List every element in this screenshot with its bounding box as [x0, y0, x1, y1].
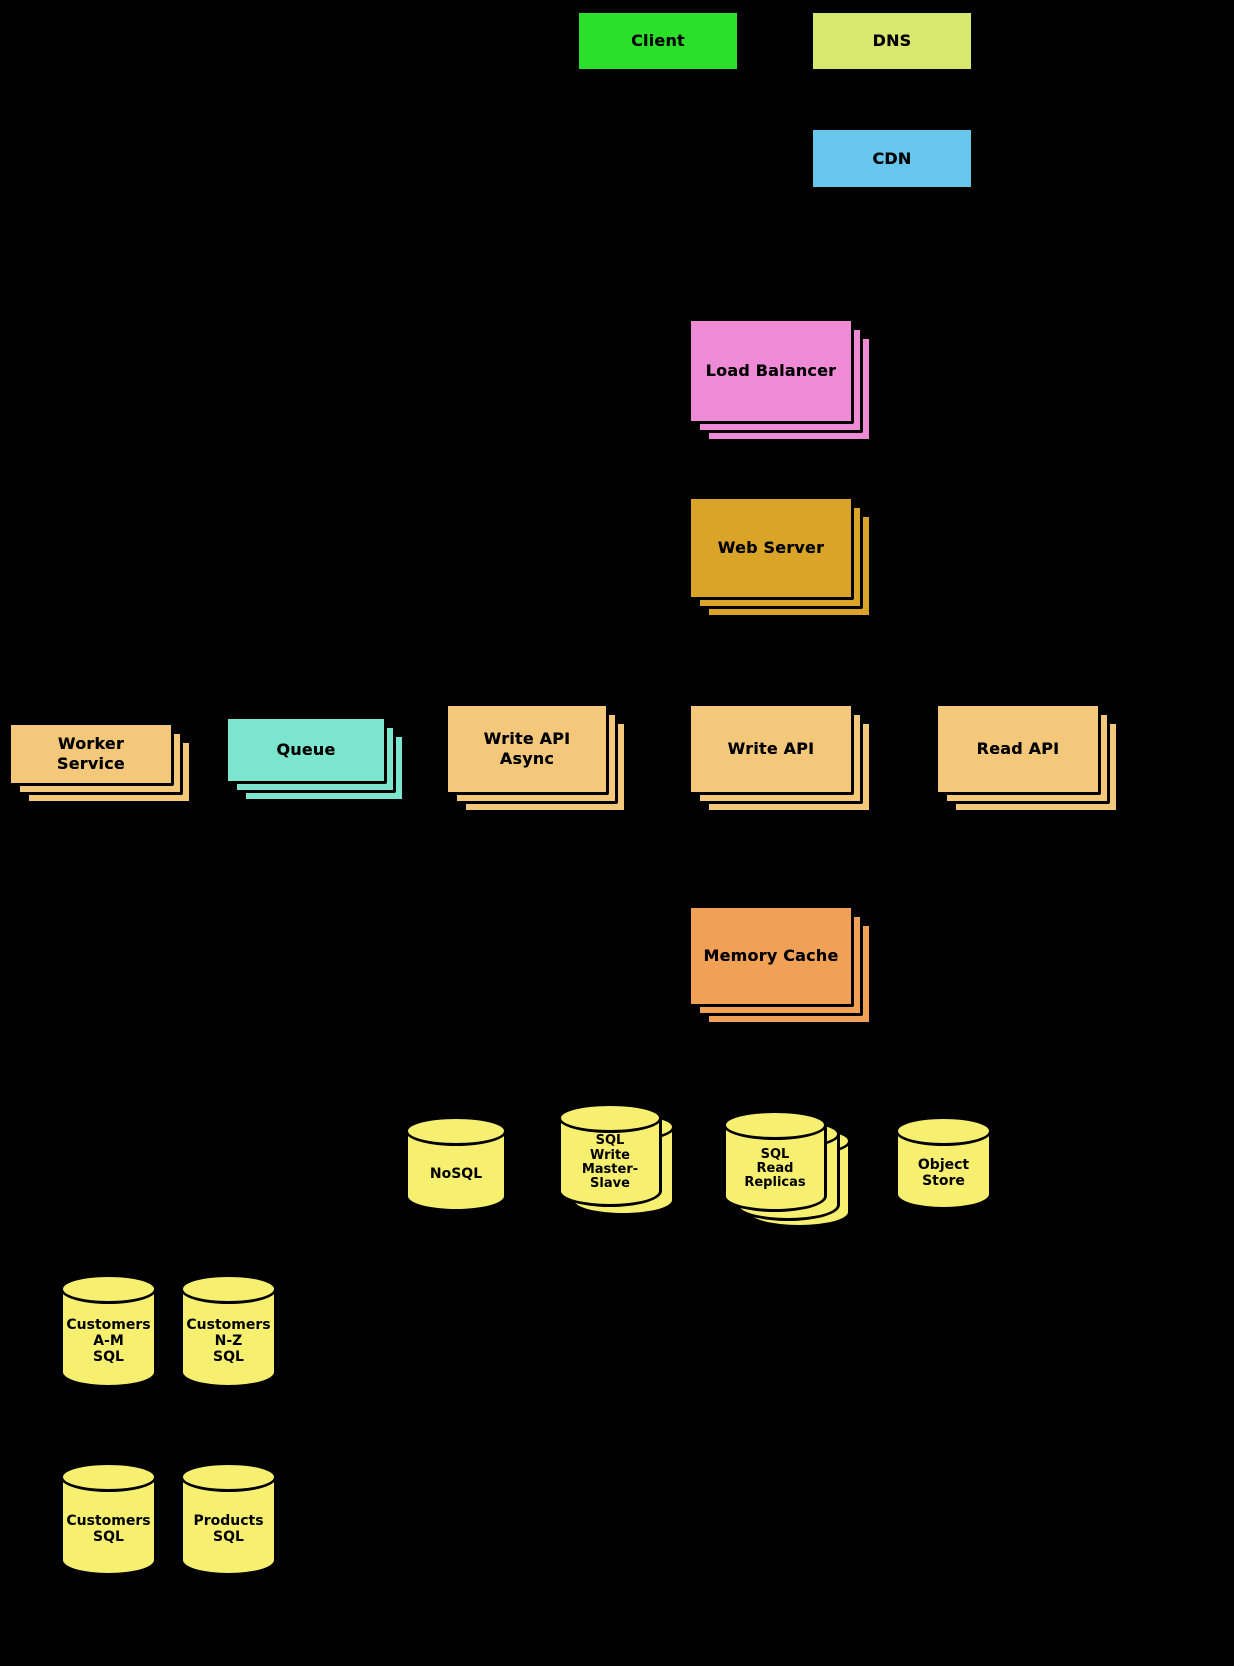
cylinder-shape: [60, 1462, 157, 1576]
node-label: Client: [631, 31, 685, 50]
cylinder-lid: [60, 1274, 157, 1304]
cylinder-shape: [895, 1116, 992, 1210]
node-label: Write API Async: [483, 729, 571, 768]
node-write-api-async: Write API Async: [445, 703, 627, 813]
node-sql-read-replicas: SQL Read Replicas: [723, 1110, 851, 1228]
node-label: Object Store: [917, 1156, 970, 1189]
cylinder-shape: [405, 1116, 507, 1212]
node-label: Products SQL: [193, 1512, 264, 1545]
node-nosql: NoSQL: [405, 1116, 507, 1212]
cylinder-shape: [558, 1103, 662, 1207]
cylinder-lid: [723, 1110, 827, 1140]
node-label: Write API: [727, 739, 815, 758]
node-customers-nz-sql: Customers N-Z SQL: [180, 1274, 277, 1388]
cylinder-lid: [180, 1274, 277, 1304]
node-client: Client: [576, 10, 740, 72]
node-queue: Queue: [225, 716, 405, 802]
node-cdn-box: CDN: [810, 127, 974, 190]
node-memory-cache: Memory Cache: [688, 905, 872, 1025]
node-worker-service: Worker Service: [8, 722, 192, 804]
cylinder-lid: [558, 1103, 662, 1133]
node-load-balancer: Load Balancer: [688, 318, 872, 442]
node-label: CDN: [872, 148, 912, 168]
node-write-api-box: Write API: [688, 703, 854, 795]
node-load-balancer-box: Load Balancer: [688, 318, 854, 424]
node-write-api-async-box: Write API Async: [445, 703, 609, 795]
node-label: NoSQL: [429, 1165, 483, 1182]
node-customers-sql: Customers SQL: [60, 1462, 157, 1576]
node-cdn: CDN: [810, 127, 974, 190]
node-read-api: Read API: [935, 703, 1119, 813]
node-label: Read API: [976, 739, 1060, 758]
node-memory-cache-box: Memory Cache: [688, 905, 854, 1007]
node-write-api: Write API: [688, 703, 872, 813]
node-web-server-box: Web Server: [688, 496, 854, 600]
node-label: Customers N-Z SQL: [186, 1316, 271, 1366]
node-object-store: Object Store: [895, 1116, 992, 1210]
node-sql-write-master-slave: SQL Write Master- Slave: [558, 1103, 675, 1216]
node-dns-box: DNS: [810, 10, 974, 72]
cylinder-shape: [180, 1274, 277, 1388]
node-label: Web Server: [717, 538, 825, 557]
node-label: Load Balancer: [705, 361, 837, 380]
node-label: Worker Service: [57, 734, 125, 773]
node-label: Memory Cache: [703, 946, 839, 965]
node-dns: DNS: [810, 10, 974, 72]
node-queue-box: Queue: [225, 716, 387, 784]
node-label: Queue: [276, 740, 336, 759]
cylinder-lid: [895, 1116, 992, 1146]
cylinder-lid: [180, 1462, 277, 1492]
node-customers-am-sql: Customers A-M SQL: [60, 1274, 157, 1388]
node-label: SQL Write Master- Slave: [581, 1133, 639, 1192]
node-label: Customers SQL: [66, 1512, 151, 1545]
node-worker-service-box: Worker Service: [8, 722, 174, 786]
node-label: DNS: [872, 31, 912, 50]
cylinder-shape: [180, 1462, 277, 1576]
node-read-api-box: Read API: [935, 703, 1101, 795]
cylinder-shape: [60, 1274, 157, 1388]
node-label: Customers A-M SQL: [66, 1316, 151, 1366]
cylinder-lid: [60, 1462, 157, 1492]
node-web-server: Web Server: [688, 496, 872, 618]
node-label: SQL Read Replicas: [744, 1146, 806, 1191]
cylinder-lid: [405, 1116, 507, 1146]
node-client-box: Client: [576, 10, 740, 72]
cylinder-shape: [723, 1110, 827, 1212]
node-products-sql: Products SQL: [180, 1462, 277, 1576]
